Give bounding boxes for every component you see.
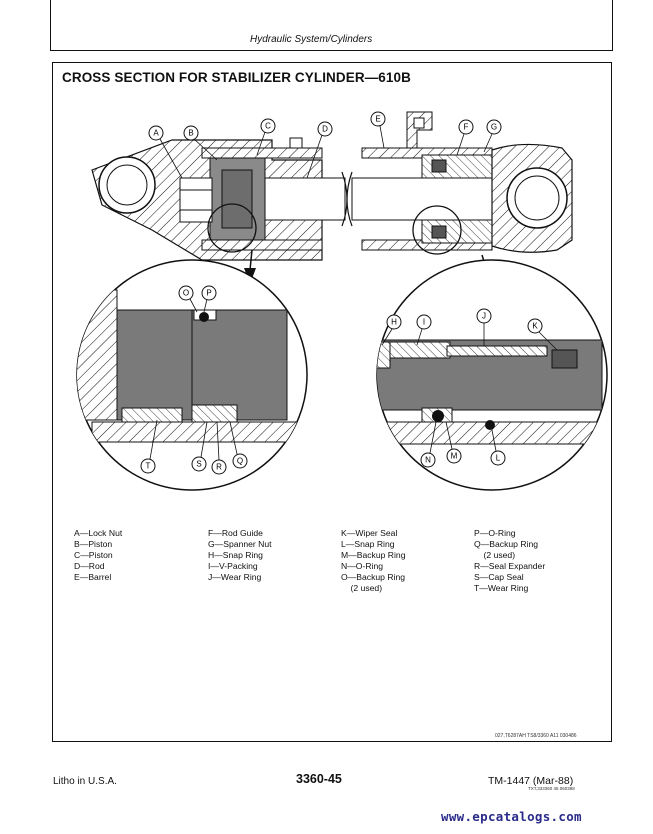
legend-item: C—Piston [74,550,113,560]
callout-j: J [476,308,492,324]
header-title: Hydraulic System/Cylinders [250,34,373,45]
legend-item: Q—Backup Ring [474,539,539,549]
detail-circle-right [376,259,608,491]
legend-item: R—Seal Expander [474,561,546,571]
svg-text:K: K [532,322,538,331]
legend-item: A—Lock Nut [74,528,123,538]
callout-e: E [370,111,386,127]
svg-text:F: F [464,123,469,132]
legend-item: O—Backup Ring [341,572,406,582]
manual-id: TM-1447 (Mar-88) [488,775,574,787]
svg-text:Q: Q [237,457,243,466]
callout-b: B [183,125,199,141]
legend-item: G—Spanner Nut [208,539,272,549]
legend-item: H—Snap Ring [208,550,263,560]
legend-item: P—O-Ring [474,528,516,538]
callout-s: S [191,456,207,472]
svg-text:A: A [153,129,159,138]
legend-col1: A—Lock Nut B—Piston C—Piston D—Rod E—Bar… [74,528,122,583]
legend-item: T—Wear Ring [474,583,529,593]
legend-item: S—Cap Seal [474,572,524,582]
arrow-left-detail [249,249,253,271]
svg-text:T: T [146,462,151,471]
legend-item: B—Piston [74,539,113,549]
legend-col4: P—O-Ring Q—Backup Ring (2 used) R—Seal E… [474,528,545,594]
callout-p: P [201,285,217,301]
svg-text:R: R [216,463,222,472]
watermark-link[interactable]: www.epcatalogs.com [441,809,582,824]
left-rule [50,0,51,50]
callout-a: A [148,125,164,141]
callout-t: T [140,458,156,474]
callout-l: L [490,450,506,466]
svg-text:N: N [425,456,431,465]
svg-text:B: B [188,129,193,138]
legend-col3: K—Wiper Seal L—Snap Ring M—Backup Ring N… [341,528,405,594]
legend-item: F—Rod Guide [208,528,263,538]
callout-i: I [416,314,432,330]
svg-text:J: J [482,312,486,321]
legend-col2: F—Rod Guide G—Spanner Nut H—Snap Ring I—… [208,528,272,583]
svg-text:G: G [491,123,497,132]
svg-text:D: D [322,125,328,134]
callout-f: F [458,119,474,135]
figure-reference: 027,T6287AH TS8/3360 A11 030486 [495,733,577,739]
callout-c: C [260,118,276,134]
legend-item: J—Wear Ring [208,572,262,582]
cylinder-right-section [346,111,573,255]
legend-item: N—O-Ring [341,561,384,571]
footer-litho: Litho in U.S.A. [53,776,117,787]
callout-h: H [386,314,402,330]
svg-text:S: S [196,460,201,469]
svg-text:I: I [423,318,425,327]
callout-g: G [486,119,502,135]
legend-item: L—Snap Ring [341,539,395,549]
svg-text:L: L [496,454,501,463]
page-number: 3360-45 [296,772,342,786]
svg-text:O: O [183,289,189,298]
cylinder-cross-section-figure: A B C D E F G O P T S R Q H I J K N M L [76,111,608,491]
svg-text:C: C [265,122,271,131]
legend-item: K—Wiper Seal [341,528,398,538]
section-title: CROSS SECTION FOR STABILIZER CYLINDER—61… [62,70,411,85]
text-reference: TXT,333360 45 060388 [528,786,575,791]
svg-text:E: E [375,115,380,124]
cylinder-left-section [91,137,348,261]
top-rule [50,50,613,51]
svg-text:M: M [451,452,458,461]
callout-n: N [420,452,436,468]
callout-d: D [317,121,333,137]
legend-item: M—Backup Ring [341,550,406,560]
callout-m: M [446,448,462,464]
content-box [52,62,612,742]
legend-item: E—Barrel [74,572,112,582]
detail-circle-left [76,259,308,491]
svg-text:P: P [206,289,211,298]
callout-q: Q [232,453,248,469]
svg-text:H: H [391,318,397,327]
callout-k: K [527,318,543,334]
callout-o: O [178,285,194,301]
legend-item: (2 used) [474,550,516,560]
legend-item: (2 used) [341,583,383,593]
right-rule [612,0,613,50]
legend-item: I—V-Packing [208,561,258,571]
legend-item: D—Rod [74,561,105,571]
page-header: Hydraulic System/Cylinders [0,30,653,50]
callout-r: R [211,459,227,475]
